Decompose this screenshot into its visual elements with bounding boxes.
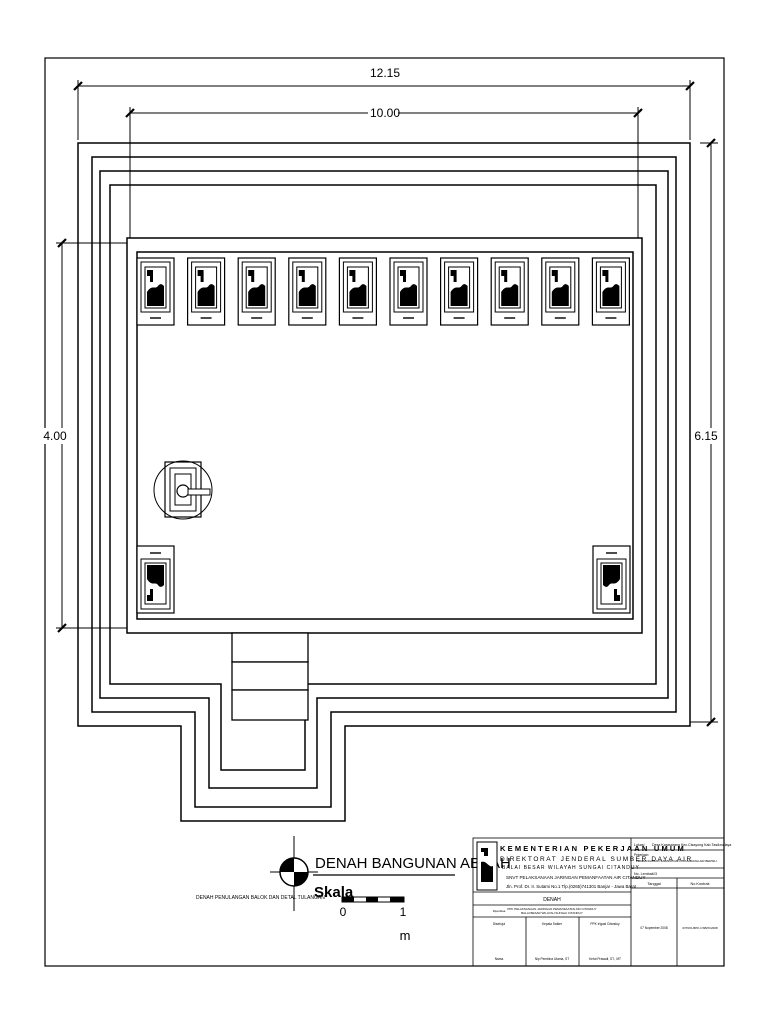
toilet-unit xyxy=(288,257,327,326)
toilet-unit xyxy=(591,257,631,326)
tb-directorate: DIREKTORAT JENDERAL SUMBER DAYA AIR xyxy=(500,856,693,863)
tb-col3-role: PPK Irigasi Citanduy xyxy=(590,922,620,926)
tb-no-kontrak-label: No Kontrak xyxy=(691,882,710,886)
toilet-unit xyxy=(338,257,377,326)
tb-lokasi-value: Desa Karasarang Kec.Cisayong Kab.Tasikma… xyxy=(652,843,731,847)
building-inner-wall xyxy=(136,251,634,620)
scale-bar xyxy=(341,896,405,903)
north-symbol xyxy=(270,836,318,911)
tb-tanggal-label: Tanggal xyxy=(647,882,660,886)
tb-col2-sub: BALAI BESAR WILAYAH SUNGAI CITANDUY xyxy=(521,911,583,915)
toilet-unit xyxy=(440,257,479,326)
toilet-units xyxy=(136,257,631,614)
tb-no-kontrak-value: 07/KPA-BPK-CSB/XI/2008 xyxy=(682,926,718,930)
title-block-lines xyxy=(472,837,725,967)
toilet-unit xyxy=(490,257,529,326)
dim-inner-height: 4.00 xyxy=(43,429,67,443)
tb-col1-role: Disetujui xyxy=(493,922,506,926)
tb-ministry: KEMENTERIAN PEKERJAAN UMUM xyxy=(500,844,686,853)
toilet-unit xyxy=(541,257,580,326)
tb-address: Jln. Prof. Dr. Ir. Sutami No.1 Tlp.(0265… xyxy=(506,884,637,889)
toilet-unit xyxy=(136,545,175,614)
legend-note: DENAH PENULANGAN BALOK DAN DETAL TULANGA… xyxy=(196,895,325,901)
scale-one: 1 xyxy=(400,905,407,919)
toilet-unit xyxy=(136,257,175,326)
toilet-unit xyxy=(389,257,428,326)
tb-no-lembar-label: No. Lembar xyxy=(634,872,654,876)
toilet-unit xyxy=(187,257,226,326)
tb-col2-role: Kepala Satker xyxy=(542,922,563,926)
scale-zero: 0 xyxy=(340,905,347,919)
foundation-outlines xyxy=(77,142,691,822)
tb-col1-name: Nama xyxy=(495,957,504,961)
tb-satker: SNVT PELAKSANAAN JARINGAN PEMANFAATAN AI… xyxy=(506,875,646,880)
tb-lokasi-label: Lokasi xyxy=(634,843,645,847)
toilet-unit xyxy=(237,257,276,326)
tb-no-lembar-value: 1/3 xyxy=(652,872,657,876)
dim-inner-width: 10.00 xyxy=(370,106,400,120)
scale-unit: m xyxy=(400,928,411,943)
toilet-unit xyxy=(592,545,631,614)
tb-balai: BALAI BESAR WILAYAH SUNGAI CITANDUY xyxy=(502,865,640,871)
tb-tanggal-value: 07 Nopember 2008 xyxy=(640,926,668,930)
tb-col3-name: Ketut Prasadi, ST., MT xyxy=(589,957,621,961)
drawing-title: DENAH BANGUNAN ABSAH xyxy=(315,855,511,872)
tb-col2-name: Nip Pembina Utama, ST xyxy=(535,957,569,961)
ministry-logo xyxy=(476,841,498,891)
tb-col1-head: Diperiksa xyxy=(493,909,506,913)
entry-steps xyxy=(231,632,309,721)
water-tank xyxy=(153,460,213,520)
dimension-ticks xyxy=(57,81,716,727)
dim-outer-width: 12.15 xyxy=(370,66,400,80)
tb-col2-head: PPK PELAKSANAAN JARINGAN PEMANFAATAN AIR… xyxy=(507,907,596,911)
tb-drawing-title: DENAH xyxy=(543,897,561,903)
tb-pekerjaan-label: Pekerjaan xyxy=(634,853,649,857)
tb-pekerjaan-value: PEMBANGUNAN SARANA DAN PRASARANA AIR BER… xyxy=(636,859,717,863)
dim-outer-height: 6.15 xyxy=(694,429,718,443)
sheet-border xyxy=(44,57,725,967)
